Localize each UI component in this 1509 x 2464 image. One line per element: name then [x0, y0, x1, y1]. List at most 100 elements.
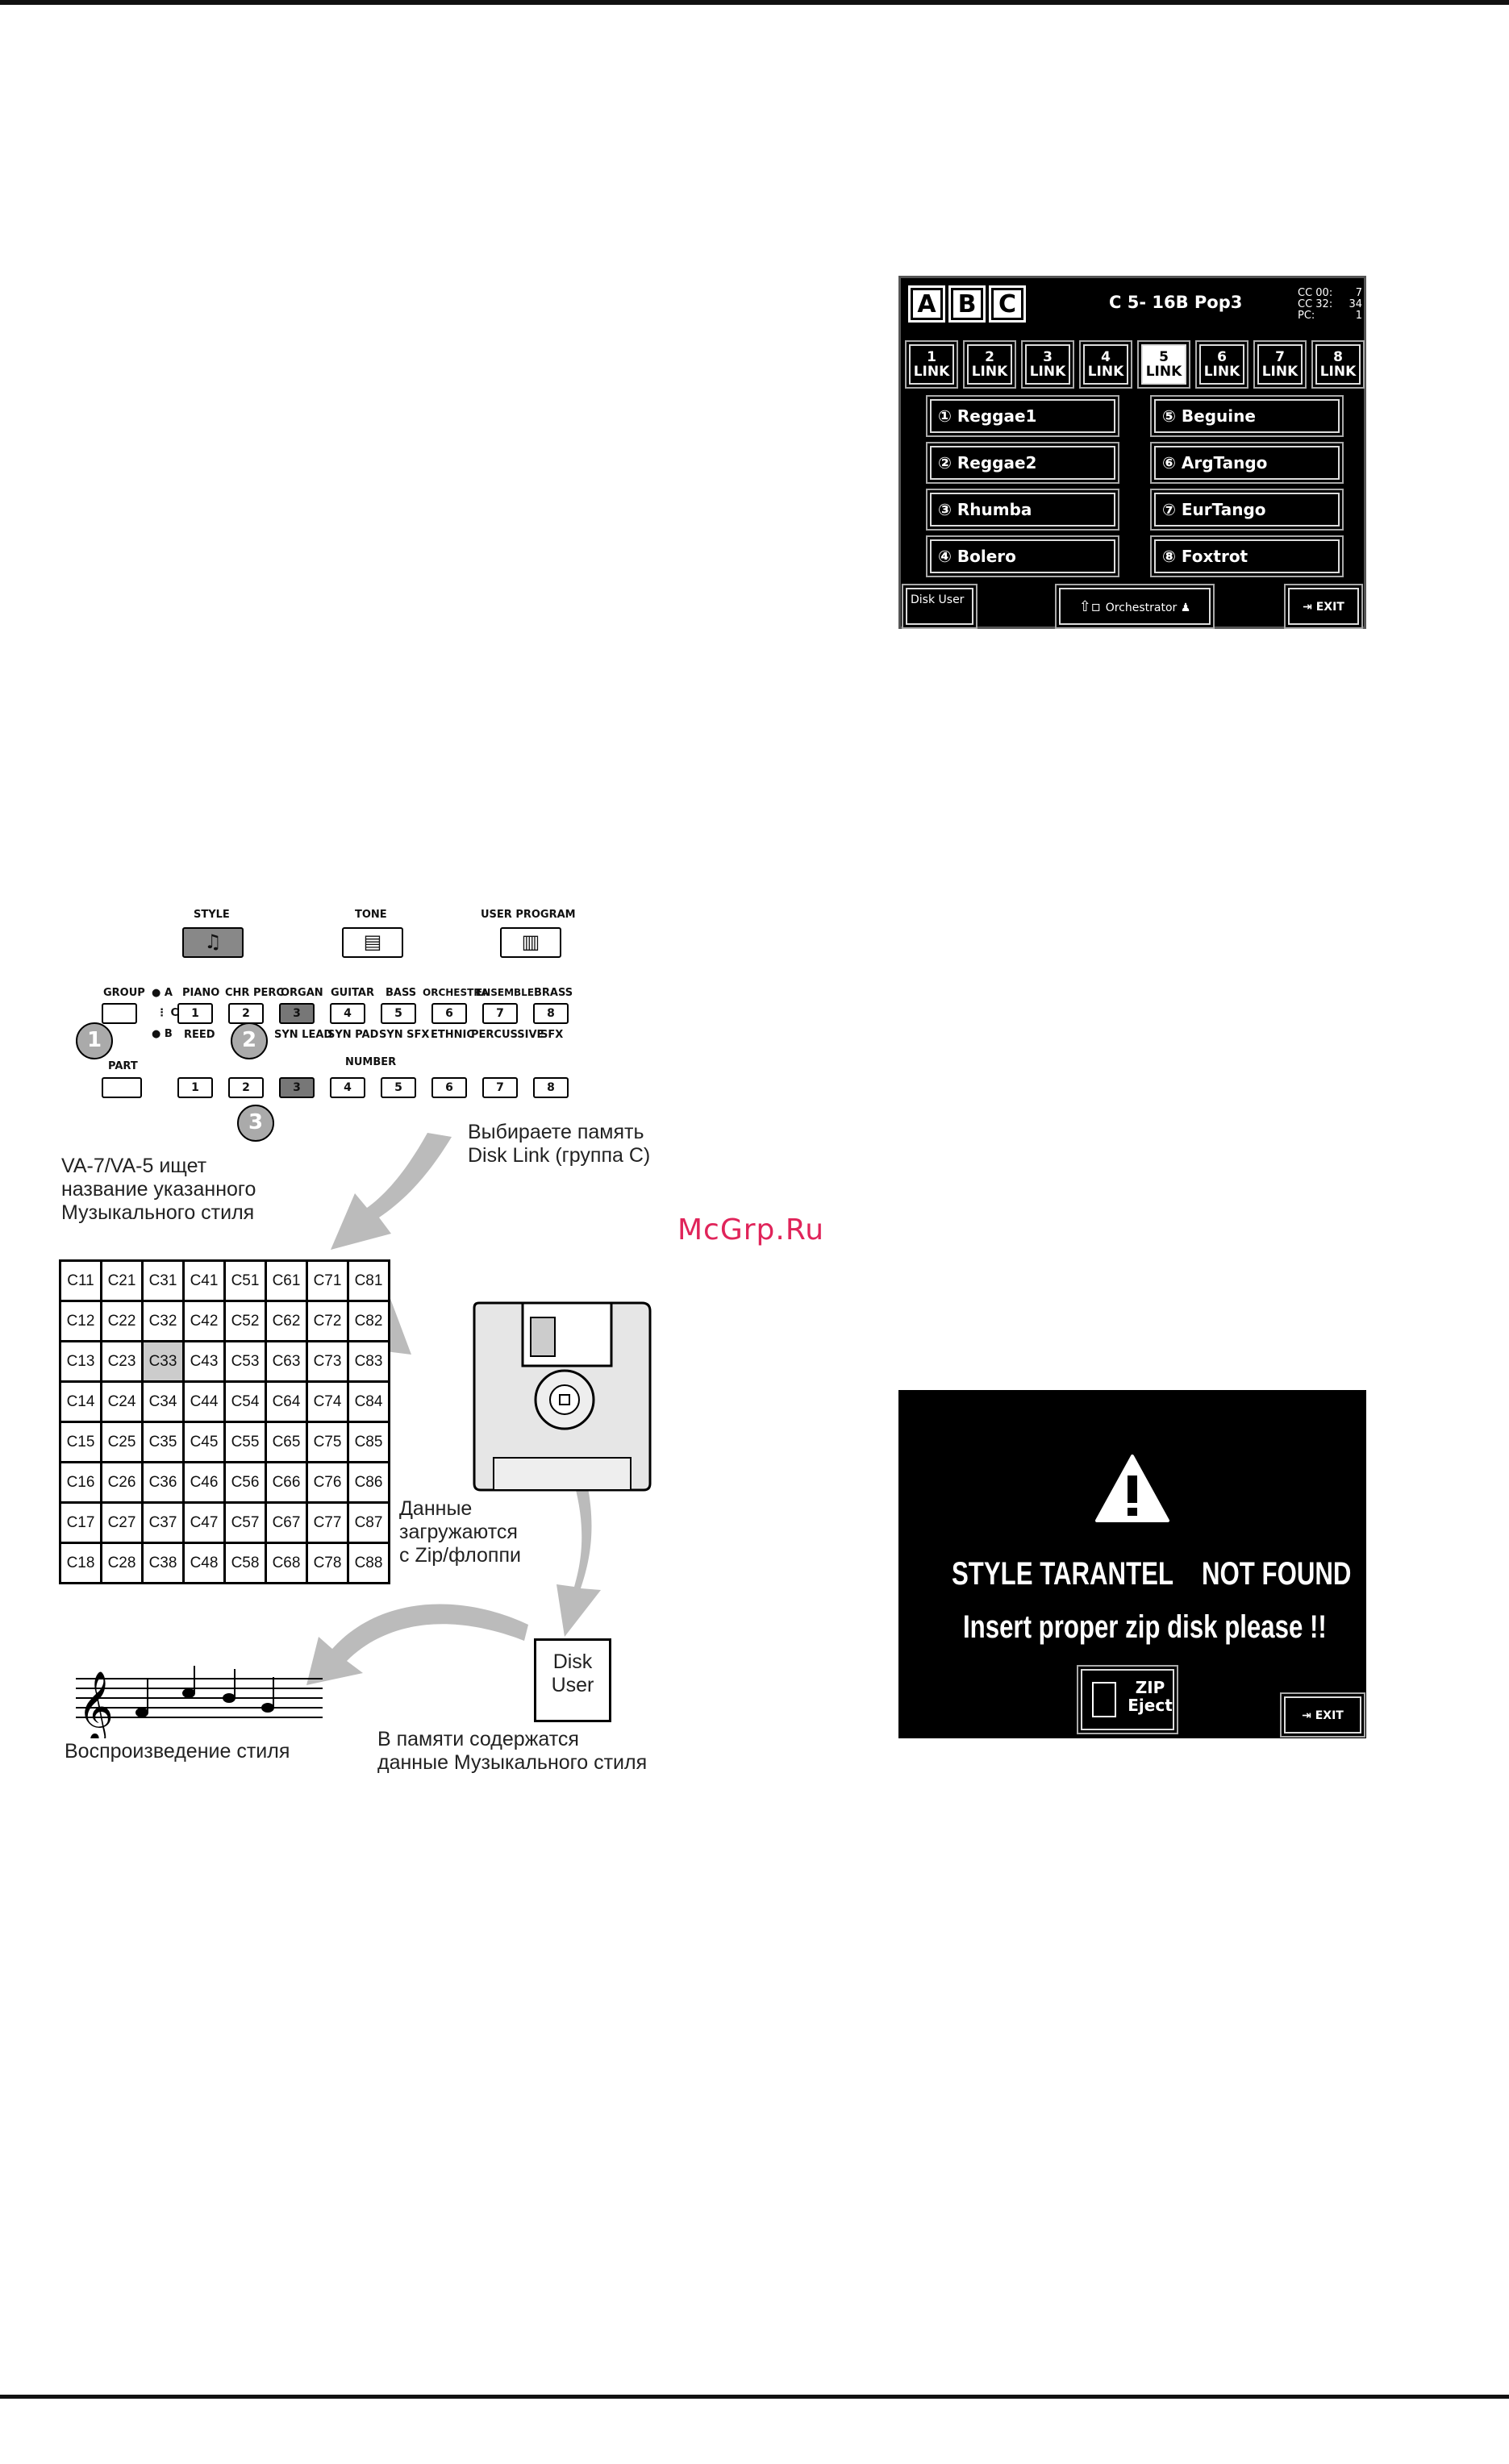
grid-cell[interactable]: C37: [141, 1501, 185, 1544]
number-button-4[interactable]: 4: [330, 1077, 365, 1098]
grid-cell[interactable]: C23: [100, 1340, 144, 1383]
grid-cell[interactable]: C34: [141, 1380, 185, 1423]
grid-cell[interactable]: C66: [265, 1461, 308, 1504]
grid-cell[interactable]: C63: [265, 1340, 308, 1383]
grid-cell[interactable]: C85: [347, 1421, 390, 1463]
grid-cell[interactable]: C35: [141, 1421, 185, 1463]
grid-cell[interactable]: C75: [306, 1421, 349, 1463]
category-button-5[interactable]: 5: [381, 1003, 416, 1024]
grid-cell[interactable]: C51: [223, 1259, 267, 1302]
grid-cell[interactable]: C31: [141, 1259, 185, 1302]
tab-a[interactable]: A: [911, 288, 943, 320]
grid-cell[interactable]: C25: [100, 1421, 144, 1463]
number-button-6[interactable]: 6: [431, 1077, 467, 1098]
group-button[interactable]: [102, 1003, 137, 1024]
category-button-7[interactable]: 7: [482, 1003, 518, 1024]
style-button-5[interactable]: ⑤ Beguine: [1154, 399, 1340, 433]
grid-cell[interactable]: C83: [347, 1340, 390, 1383]
orchestrator-button[interactable]: ⇧▫ Orchestrator ♟: [1059, 588, 1211, 625]
grid-cell[interactable]: C74: [306, 1380, 349, 1423]
number-button-2[interactable]: 2: [228, 1077, 264, 1098]
grid-cell[interactable]: C86: [347, 1461, 390, 1504]
grid-cell[interactable]: C46: [182, 1461, 226, 1504]
style-button-3[interactable]: ③ Rhumba: [930, 493, 1115, 527]
exit-button[interactable]: ⇥ EXIT: [1284, 1696, 1361, 1734]
grid-cell[interactable]: C42: [182, 1300, 226, 1342]
style-button-6[interactable]: ⑥ ArgTango: [1154, 446, 1340, 480]
grid-cell[interactable]: C68: [265, 1542, 308, 1584]
grid-cell-selected[interactable]: C33: [141, 1340, 185, 1383]
grid-cell[interactable]: C87: [347, 1501, 390, 1544]
grid-cell[interactable]: C41: [182, 1259, 226, 1302]
grid-cell[interactable]: C45: [182, 1421, 226, 1463]
grid-cell[interactable]: C57: [223, 1501, 267, 1544]
style-button-4[interactable]: ④ Bolero: [930, 539, 1115, 573]
grid-cell[interactable]: C47: [182, 1501, 226, 1544]
grid-cell[interactable]: C72: [306, 1300, 349, 1342]
grid-cell[interactable]: C16: [59, 1461, 102, 1504]
number-button-3[interactable]: 3: [279, 1077, 315, 1098]
grid-cell[interactable]: C65: [265, 1421, 308, 1463]
grid-cell[interactable]: C55: [223, 1421, 267, 1463]
grid-cell[interactable]: C71: [306, 1259, 349, 1302]
style-button[interactable]: ♫: [182, 927, 244, 958]
disk-user-button[interactable]: Disk User: [906, 588, 973, 625]
tab-c[interactable]: C: [991, 288, 1023, 320]
style-button-7[interactable]: ⑦ EurTango: [1154, 493, 1340, 527]
grid-cell[interactable]: C81: [347, 1259, 390, 1302]
style-button-1[interactable]: ① Reggae1: [930, 399, 1115, 433]
number-button-8[interactable]: 8: [533, 1077, 569, 1098]
grid-cell[interactable]: C53: [223, 1340, 267, 1383]
grid-cell[interactable]: C21: [100, 1259, 144, 1302]
style-button-8[interactable]: ⑧ Foxtrot: [1154, 539, 1340, 573]
grid-cell[interactable]: C27: [100, 1501, 144, 1544]
category-button-4[interactable]: 4: [330, 1003, 365, 1024]
grid-cell[interactable]: C22: [100, 1300, 144, 1342]
category-button-6[interactable]: 6: [431, 1003, 467, 1024]
grid-cell[interactable]: C84: [347, 1380, 390, 1423]
tab-b[interactable]: B: [951, 288, 983, 320]
grid-cell[interactable]: C67: [265, 1501, 308, 1544]
grid-cell[interactable]: C61: [265, 1259, 308, 1302]
tone-button[interactable]: ▤: [342, 927, 403, 958]
grid-cell[interactable]: C32: [141, 1300, 185, 1342]
category-button-2[interactable]: 2: [228, 1003, 264, 1024]
grid-cell[interactable]: C43: [182, 1340, 226, 1383]
grid-cell[interactable]: C88: [347, 1542, 390, 1584]
grid-cell[interactable]: C26: [100, 1461, 144, 1504]
grid-cell[interactable]: C17: [59, 1501, 102, 1544]
grid-cell[interactable]: C15: [59, 1421, 102, 1463]
grid-cell[interactable]: C77: [306, 1501, 349, 1544]
grid-cell[interactable]: C58: [223, 1542, 267, 1584]
exit-button[interactable]: ⇥ EXIT: [1288, 588, 1359, 625]
grid-cell[interactable]: C48: [182, 1542, 226, 1584]
grid-cell[interactable]: C73: [306, 1340, 349, 1383]
grid-cell[interactable]: C78: [306, 1542, 349, 1584]
category-button-1[interactable]: 1: [177, 1003, 213, 1024]
grid-cell[interactable]: C12: [59, 1300, 102, 1342]
grid-cell[interactable]: C52: [223, 1300, 267, 1342]
grid-cell[interactable]: C28: [100, 1542, 144, 1584]
category-button-3[interactable]: 3: [279, 1003, 315, 1024]
user-program-button[interactable]: ▥: [500, 927, 561, 958]
grid-cell[interactable]: C38: [141, 1542, 185, 1584]
grid-cell[interactable]: C11: [59, 1259, 102, 1302]
zip-eject-button[interactable]: ZIP Eject: [1081, 1669, 1174, 1730]
grid-cell[interactable]: C82: [347, 1300, 390, 1342]
part-button[interactable]: [102, 1077, 142, 1098]
grid-cell[interactable]: C54: [223, 1380, 267, 1423]
grid-cell[interactable]: C13: [59, 1340, 102, 1383]
style-button-2[interactable]: ② Reggae2: [930, 446, 1115, 480]
grid-cell[interactable]: C62: [265, 1300, 308, 1342]
grid-cell[interactable]: C76: [306, 1461, 349, 1504]
grid-cell[interactable]: C14: [59, 1380, 102, 1423]
number-button-7[interactable]: 7: [482, 1077, 518, 1098]
